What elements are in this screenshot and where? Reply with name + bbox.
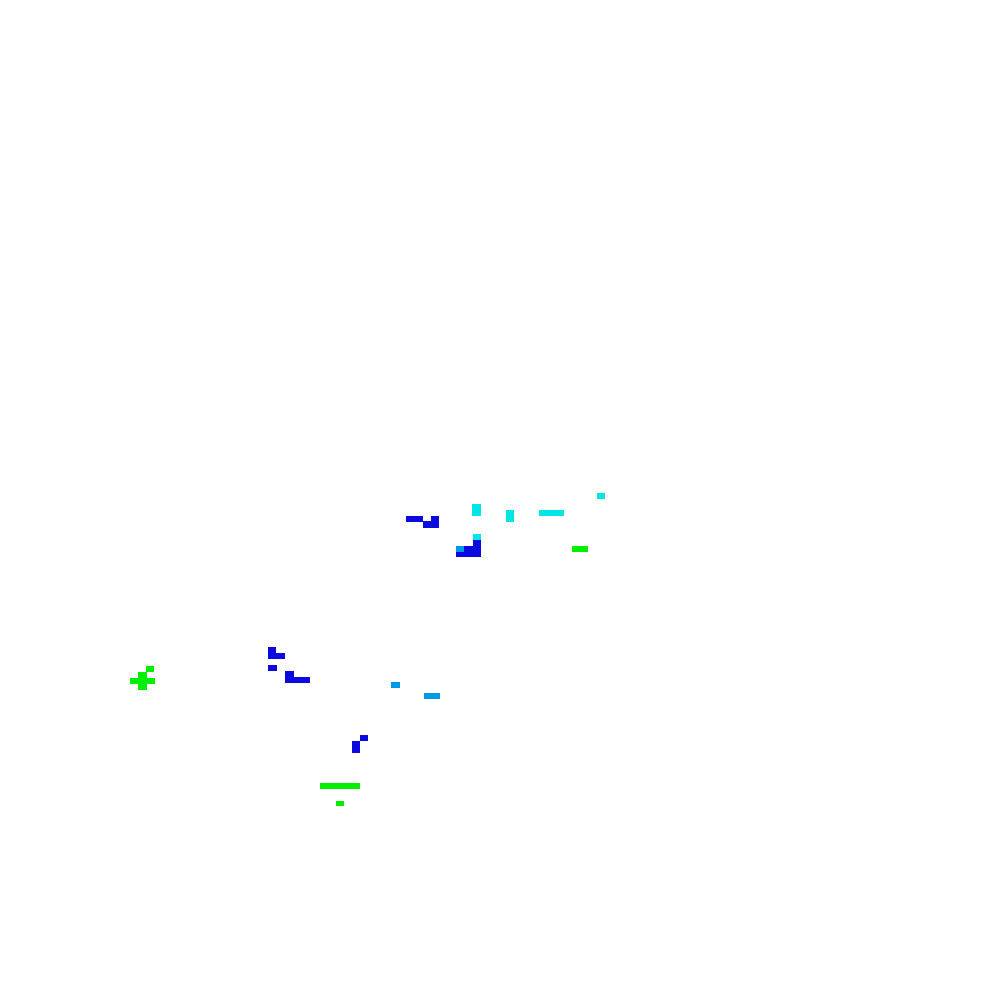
blue-cluster-left-pixel <box>285 677 310 683</box>
blue-cluster-left-pixel <box>268 647 276 653</box>
cyan-cluster-upper-right-pixel <box>597 493 605 499</box>
blue-cluster-upper-center-pixel <box>431 516 439 522</box>
green-bar-bottom-pixel <box>336 801 344 806</box>
blue-cluster-left-pixel <box>268 653 285 659</box>
green-cross-left-pixel <box>146 666 154 672</box>
green-speck-upper-right-pixel <box>572 546 588 552</box>
blue-specks-lower-center-pixel <box>352 741 360 753</box>
blue-cluster-upper-center-pixel <box>423 521 439 528</box>
cyan-cluster-upper-right-pixel <box>539 510 564 516</box>
cyan-cluster-upper-right-pixel <box>473 534 481 540</box>
blue-specks-lower-center-pixel <box>360 735 368 741</box>
sky-specks-center-pixel <box>424 693 440 699</box>
green-cross-left-pixel <box>130 678 155 684</box>
cyan-cluster-upper-right-pixel <box>506 510 514 522</box>
blue-cluster-left-pixel <box>268 665 277 671</box>
sky-specks-center-pixel <box>391 682 400 688</box>
cyan-cluster-upper-right-pixel <box>472 504 481 516</box>
blue-cluster-upper-center-pixel <box>406 516 423 522</box>
blue-cluster-upper-center-pixel <box>473 540 481 546</box>
blue-cluster-upper-center-pixel <box>456 546 464 552</box>
blue-cluster-upper-center-pixel <box>456 546 481 557</box>
green-bar-bottom-pixel <box>320 783 360 789</box>
blue-cluster-left-pixel <box>285 671 294 677</box>
